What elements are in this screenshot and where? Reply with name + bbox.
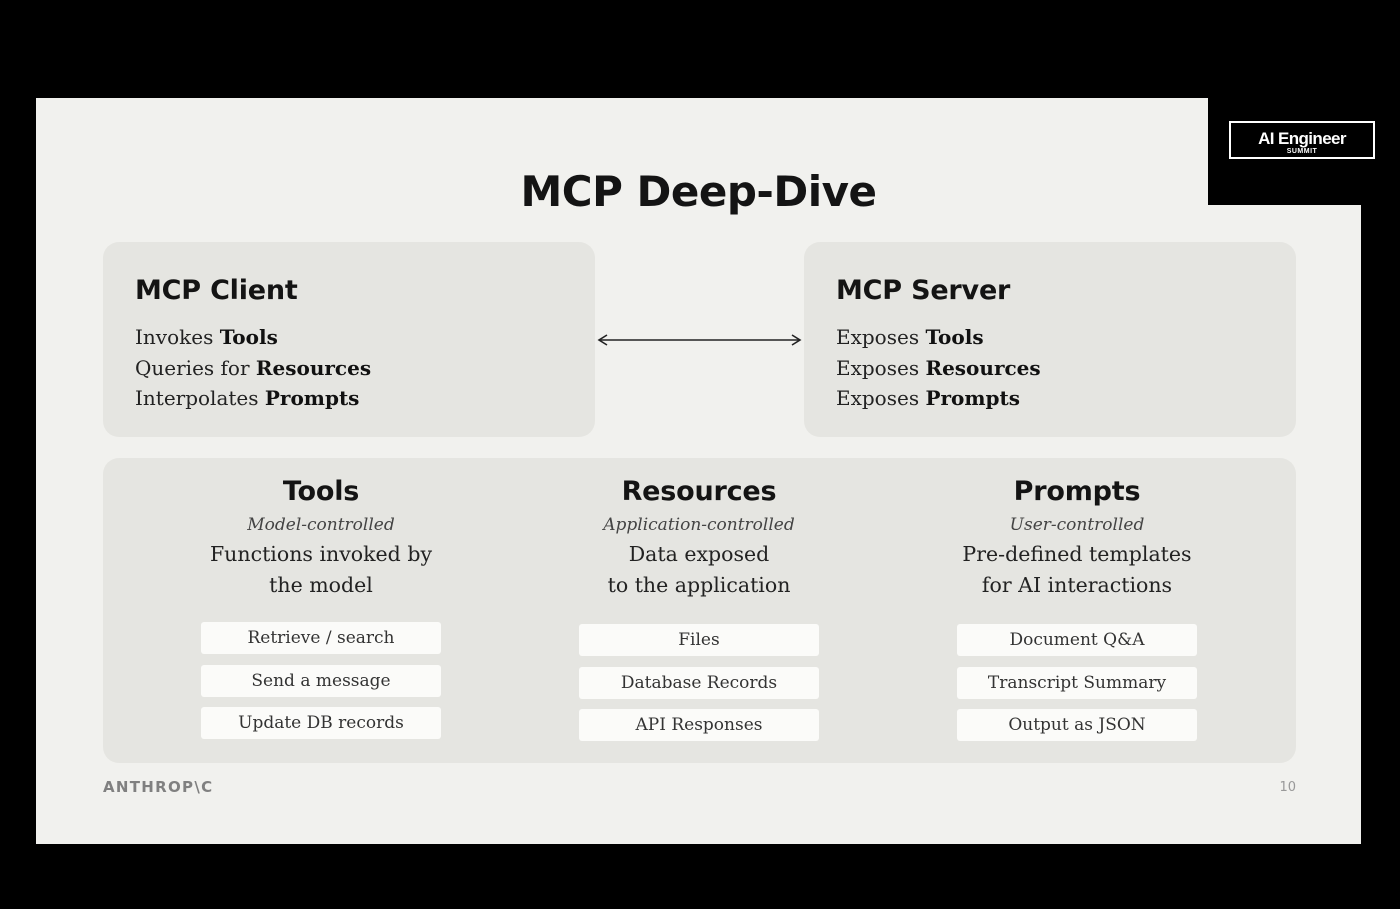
column-description: Pre-defined templates for AI interaction…	[962, 542, 1192, 597]
column-subtitle: User-controlled	[1009, 515, 1145, 535]
example-list: Document Q&A Transcript Summary Output a…	[957, 624, 1197, 752]
logo-sub-text: SUMMIT	[1286, 148, 1318, 155]
capability-line: Exposes Prompts	[836, 386, 1021, 410]
prompts-column: Prompts User-controlled Pre-defined temp…	[897, 458, 1257, 741]
capability-line: Exposes Resources	[836, 355, 1041, 380]
slide-title: MCP Deep-Dive	[520, 167, 877, 216]
mcp-client-capabilities: Invokes Tools Queries for Resources Inte…	[135, 322, 371, 414]
column-subtitle: Model-controlled	[247, 515, 395, 535]
capability-line: Interpolates Prompts	[135, 386, 360, 410]
example-item: Files	[579, 624, 819, 656]
example-list: Retrieve / search Send a message Update …	[201, 622, 441, 750]
mcp-server-capabilities: Exposes Tools Exposes Resources Exposes …	[836, 322, 1041, 414]
example-item: Output as JSON	[957, 709, 1197, 741]
column-subtitle: Application-controlled	[603, 515, 795, 535]
mcp-client-title: MCP Client	[135, 275, 298, 306]
capability-line: Exposes Tools	[836, 325, 984, 349]
example-item: Transcript Summary	[957, 666, 1197, 699]
page-number: 10	[1279, 780, 1296, 795]
ai-engineer-logo: AI Engineer SUMMIT	[1229, 121, 1375, 159]
mcp-client-panel: MCP Client Invokes Tools Queries for Res…	[103, 242, 595, 437]
anthropic-logo: ANTHROP\C	[103, 778, 214, 796]
example-list: Files Database Records API Responses	[579, 624, 819, 752]
resources-column: Resources Application-controlled Data ex…	[519, 458, 879, 741]
logo-area	[1208, 98, 1400, 205]
capability-line: Invokes Tools	[135, 325, 278, 349]
example-item: Retrieve / search	[201, 622, 441, 654]
capability-line: Queries for Resources	[135, 355, 372, 380]
tools-column: Tools Model-controlled Functions invoked…	[141, 458, 501, 739]
example-item: Send a message	[201, 664, 441, 697]
column-title: Prompts	[1013, 476, 1141, 507]
column-description: Functions invoked by the model	[209, 542, 433, 597]
example-item: Document Q&A	[957, 624, 1197, 656]
example-item: Database Records	[579, 666, 819, 699]
column-title: Resources	[621, 476, 777, 507]
logo-main-text: AI Engineer	[1258, 129, 1346, 148]
mcp-server-panel: MCP Server Exposes Tools Exposes Resourc…	[804, 242, 1296, 437]
column-title: Tools	[282, 476, 360, 507]
bidirectional-arrow	[597, 334, 802, 346]
mcp-server-title: MCP Server	[836, 275, 1011, 306]
example-item: Update DB records	[201, 707, 441, 739]
example-item: API Responses	[579, 709, 819, 741]
column-description: Data exposed to the application	[607, 542, 791, 597]
